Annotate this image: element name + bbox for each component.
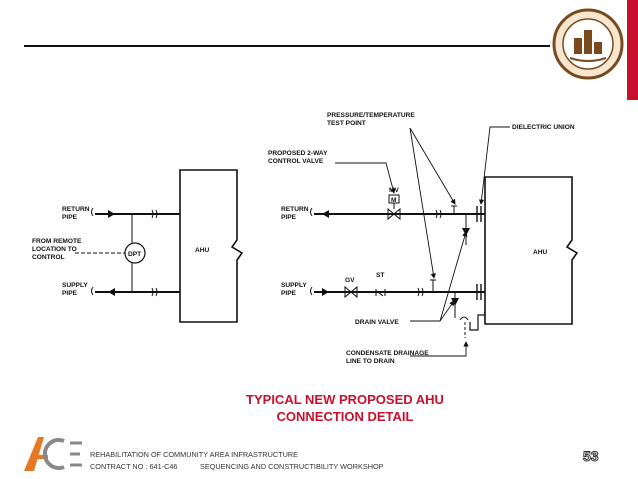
ace-logo — [24, 437, 82, 471]
left-ahu-box — [179, 169, 244, 323]
dielectric-union-label: DIELECTRIC UNION — [512, 124, 575, 131]
mv-label: MV — [389, 187, 399, 194]
right-ahu-label: AHU — [533, 249, 548, 256]
red-accent-bar — [627, 0, 638, 100]
motorized-valve — [387, 207, 401, 221]
condensate-trap — [469, 314, 485, 331]
diagram-caption-line1: TYPICAL NEW PROPOSED AHU — [246, 392, 444, 407]
municipality-seal-logo — [552, 8, 624, 80]
drain-valve-label: DRAIN VALVE — [355, 319, 399, 326]
footer-project-title: REHABILITATION OF COMMUNITY AREA INFRAST… — [90, 450, 298, 459]
footer-workshop-title: SEQUENCING AND CONSTRUCTIBILITY WORKSHOP — [200, 462, 384, 471]
top-rule — [24, 45, 550, 47]
right-detail: AHU — [310, 126, 579, 357]
motor-m-label: M — [391, 197, 397, 204]
gv-label: GV — [345, 277, 355, 284]
gate-valve — [344, 285, 358, 299]
left-ahu-label: AHU — [195, 247, 210, 254]
st-label: ST — [376, 272, 384, 279]
dpt-label: DPT — [128, 251, 141, 258]
left-detail: AHU DPT — [75, 169, 244, 323]
page-number: 53 — [583, 448, 600, 465]
diagram-caption-line2: CONNECTION DETAIL — [276, 409, 414, 424]
footer-contract-number: CONTRACT NO : 641-C46 — [90, 462, 178, 471]
right-ahu-box — [484, 176, 579, 325]
